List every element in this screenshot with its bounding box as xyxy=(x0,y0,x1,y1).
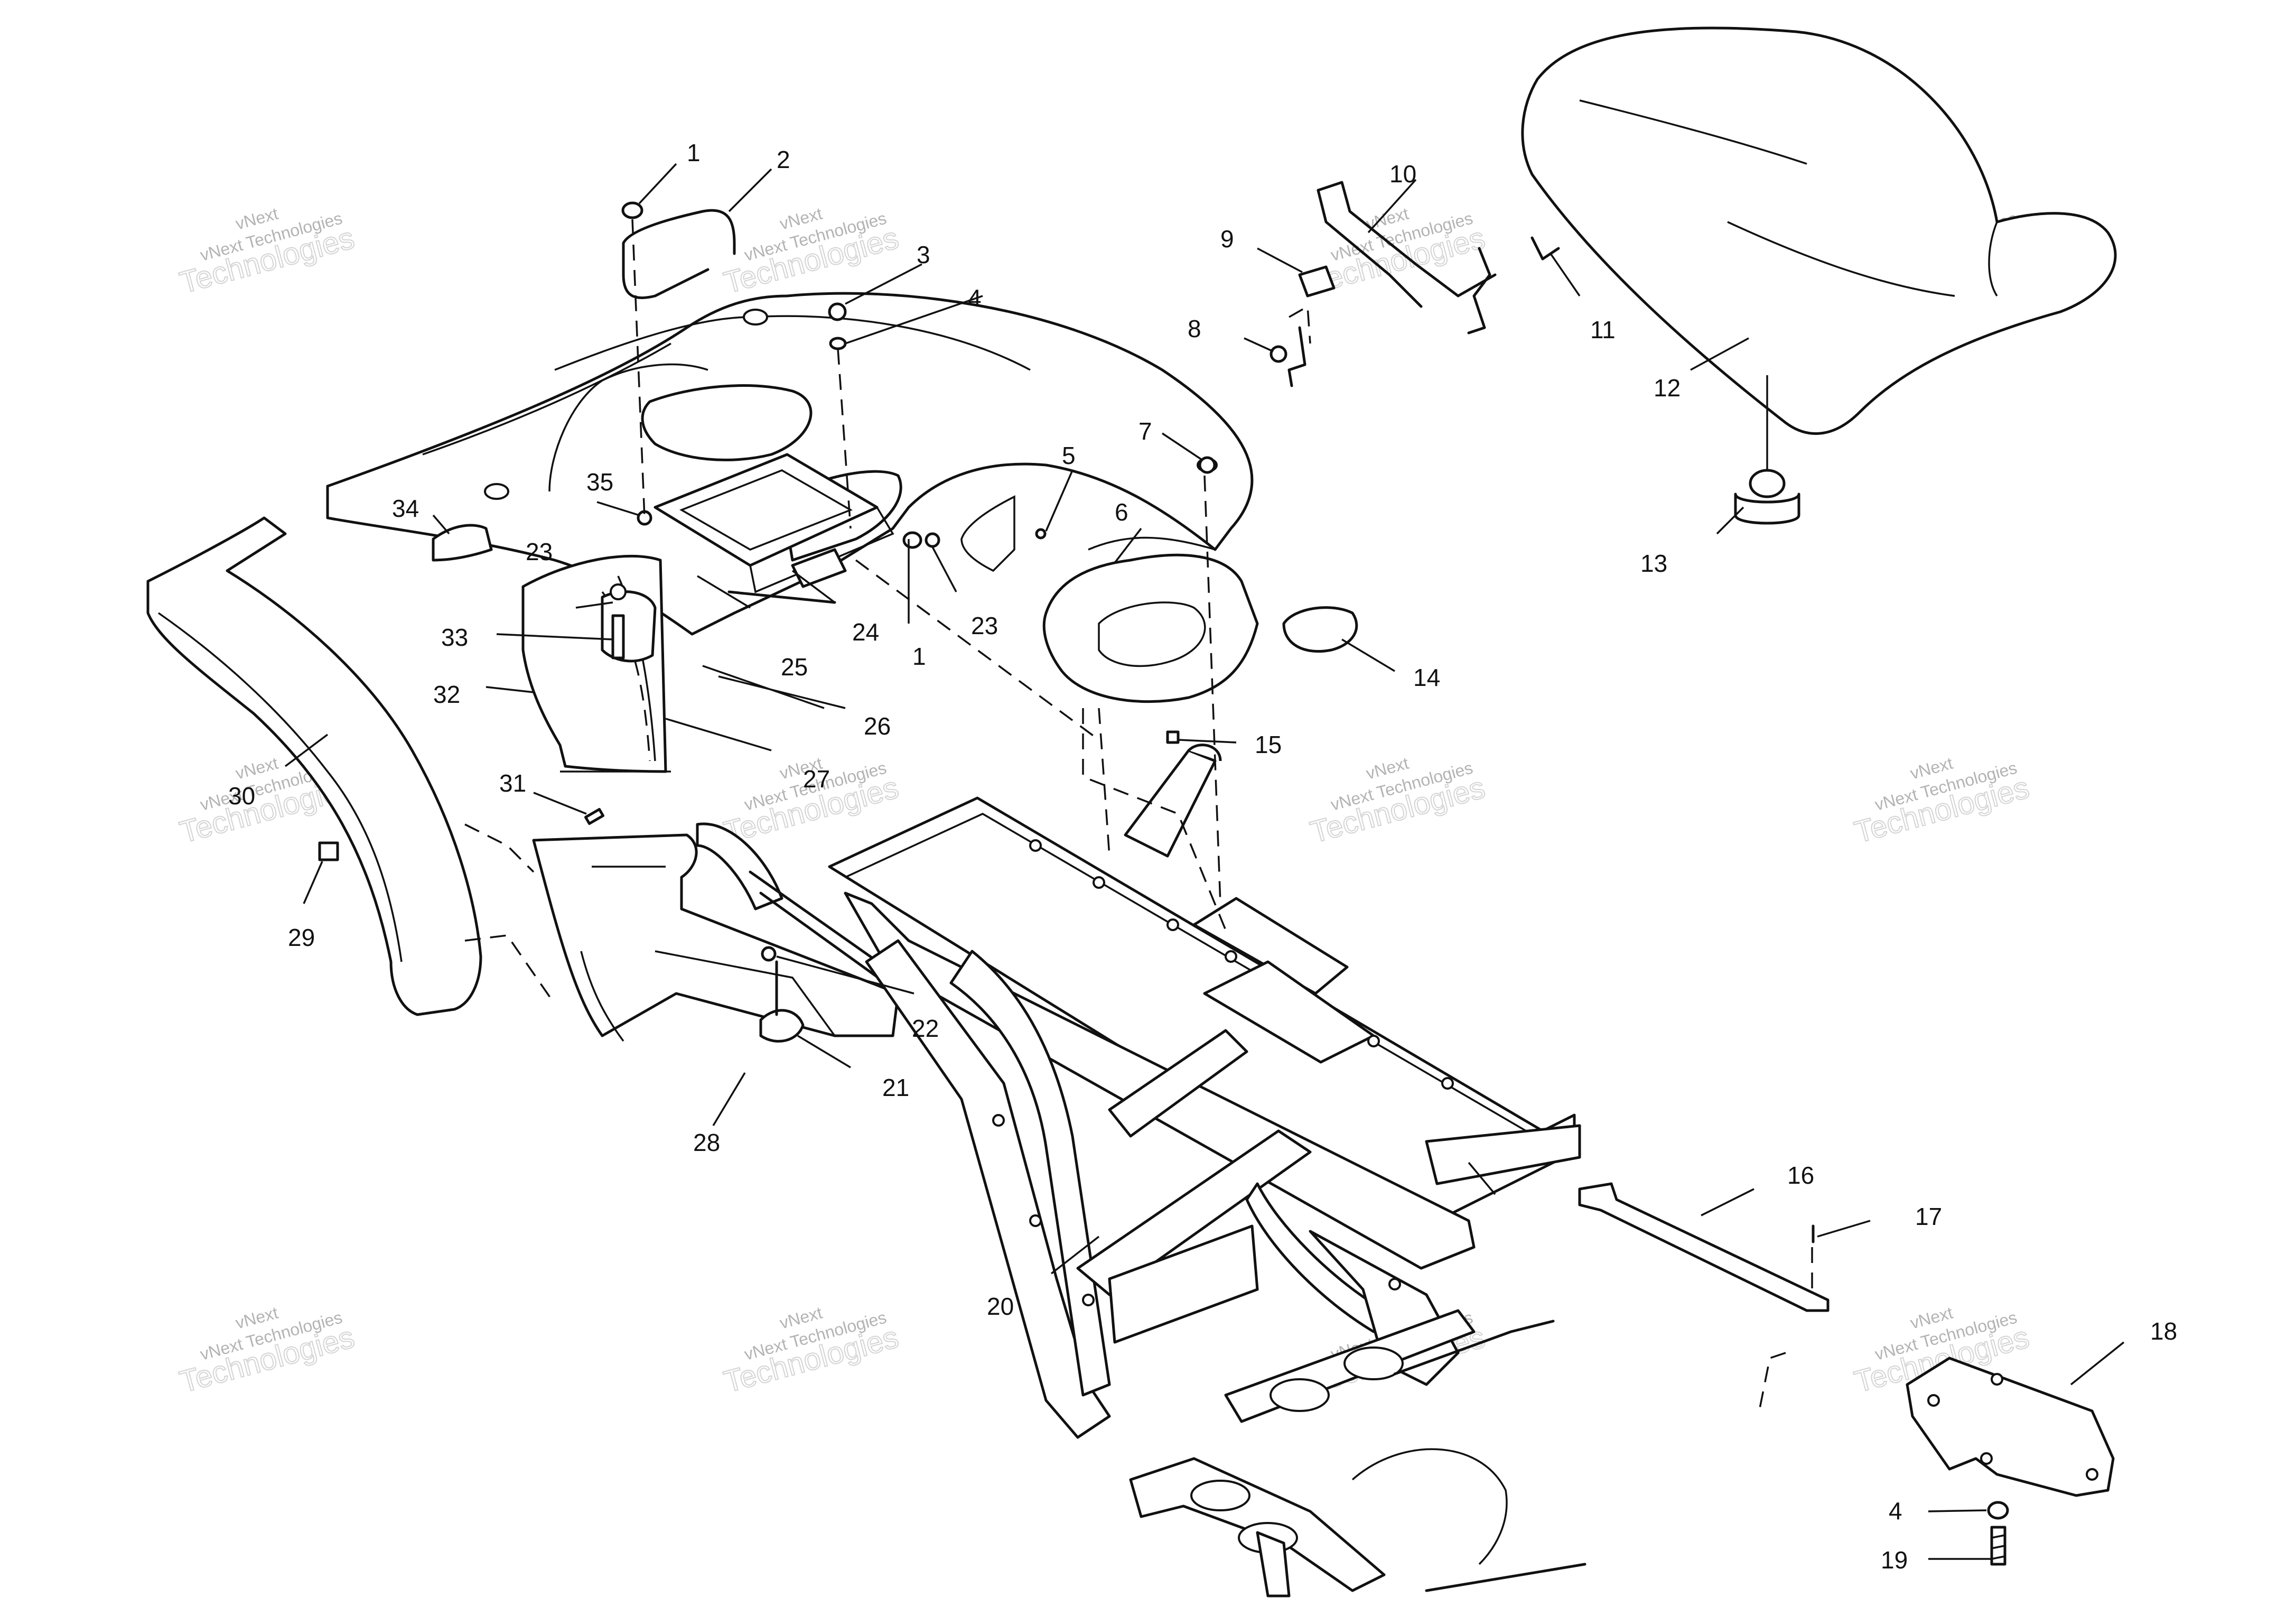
label-15: 15 xyxy=(1255,731,1282,758)
label-5: 5 xyxy=(1062,442,1076,469)
label-28: 28 xyxy=(693,1129,720,1156)
label-1: 1 xyxy=(687,139,701,166)
watermark: vNext vNext Technologies Technologies xyxy=(720,754,903,850)
fender-flare-part xyxy=(146,516,482,1016)
storage-box-part xyxy=(1042,458,1358,744)
label-32: 32 xyxy=(433,681,460,708)
label-2: 2 xyxy=(777,146,790,173)
label-21: 21 xyxy=(882,1074,909,1101)
label-24: 24 xyxy=(852,618,879,646)
skid-plate-part xyxy=(1758,1352,2115,1566)
watermark: vNext vNext Technologies Technologies xyxy=(720,1303,903,1400)
watermark: vNext vNext Technologies Technologies xyxy=(1851,754,2033,850)
label-25: 25 xyxy=(781,653,808,681)
label-22: 22 xyxy=(912,1015,939,1042)
part-labels: 1 2 3 4 5 6 7 8 9 10 11 12 13 14 15 16 1… xyxy=(228,139,2177,1574)
label-10: 10 xyxy=(1389,160,1416,188)
label-4-second: 4 xyxy=(1889,1497,1902,1525)
watermark: vNext vNext Technologies Technologies xyxy=(720,204,903,301)
watermark: vNext vNext Technologies Technologies xyxy=(176,1303,359,1400)
label-23-second: 23 xyxy=(971,612,998,639)
watermark: vNext vNext Technologies Technologies xyxy=(176,204,359,301)
guide-lines xyxy=(464,219,1227,1005)
label-20: 20 xyxy=(987,1293,1014,1320)
label-8: 8 xyxy=(1188,315,1201,342)
label-30: 30 xyxy=(228,782,255,810)
label-27: 27 xyxy=(803,765,830,793)
label-14: 14 xyxy=(1413,664,1440,691)
label-17: 17 xyxy=(1915,1203,1942,1230)
label-19: 19 xyxy=(1881,1546,1908,1574)
label-1-second: 1 xyxy=(912,643,926,670)
label-4: 4 xyxy=(968,284,982,312)
inner-fender-part xyxy=(432,524,671,773)
label-9: 9 xyxy=(1220,225,1234,253)
label-33: 33 xyxy=(441,624,468,651)
label-11: 11 xyxy=(1590,316,1616,343)
rear-fender-part xyxy=(326,292,1254,636)
label-29: 29 xyxy=(288,924,315,951)
label-31: 31 xyxy=(499,769,526,797)
seat-latch-part xyxy=(1270,181,1560,387)
label-26: 26 xyxy=(864,712,891,740)
label-35: 35 xyxy=(586,468,613,496)
hardware-parts xyxy=(621,201,1815,1243)
label-18: 18 xyxy=(2150,1317,2177,1345)
label-12: 12 xyxy=(1654,374,1681,402)
label-13: 13 xyxy=(1640,550,1667,577)
footwell-part xyxy=(532,807,900,1043)
label-34: 34 xyxy=(392,495,419,522)
leader-lines xyxy=(284,163,2125,1560)
watermark: vNext vNext Technologies Technologies xyxy=(1306,754,1489,850)
label-3: 3 xyxy=(917,241,930,268)
label-7: 7 xyxy=(1138,417,1152,445)
seat-part xyxy=(1521,26,2117,435)
frame-part xyxy=(828,744,1586,1598)
label-16: 16 xyxy=(1787,1162,1814,1189)
seat-bumper-part xyxy=(1734,375,1800,525)
label-23: 23 xyxy=(526,538,553,565)
heat-shield-part xyxy=(1578,1182,1830,1312)
label-6: 6 xyxy=(1115,498,1128,526)
